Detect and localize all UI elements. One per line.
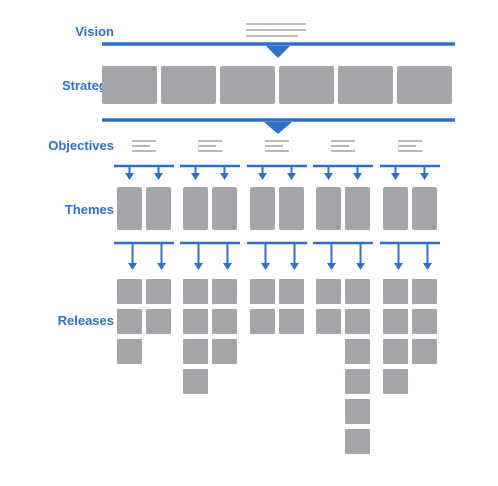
theme-block: [183, 187, 208, 230]
release-block: [316, 309, 341, 334]
theme-arrow-head: [191, 173, 200, 180]
release-block: [383, 369, 408, 394]
release-block: [345, 369, 370, 394]
release-block: [183, 369, 208, 394]
release-arrow-head: [223, 263, 232, 270]
release-block: [383, 279, 408, 304]
release-block: [212, 309, 237, 334]
release-arrow-head: [194, 263, 203, 270]
release-arrow-head: [128, 263, 137, 270]
release-block: [183, 279, 208, 304]
release-block: [345, 429, 370, 454]
release-block: [345, 339, 370, 364]
release-block: [117, 339, 142, 364]
label-objectives: Objectives: [48, 138, 114, 153]
release-block: [117, 309, 142, 334]
release-block: [212, 339, 237, 364]
theme-block: [146, 187, 171, 230]
theme-arrow-head: [125, 173, 134, 180]
release-block: [383, 339, 408, 364]
theme-arrow-head: [154, 173, 163, 180]
strategy-block: [279, 66, 334, 104]
release-block: [412, 279, 437, 304]
release-arrow-head: [157, 263, 166, 270]
strategy-block: [338, 66, 393, 104]
release-arrow-head: [290, 263, 299, 270]
strategy-arrow-head: [264, 122, 292, 134]
strategy-block: [161, 66, 216, 104]
theme-block: [345, 187, 370, 230]
release-block: [345, 279, 370, 304]
release-block: [345, 309, 370, 334]
release-block: [146, 309, 171, 334]
theme-arrow-head: [324, 173, 333, 180]
label-vision: Vision: [75, 24, 114, 39]
theme-block: [279, 187, 304, 230]
release-block: [117, 279, 142, 304]
theme-arrow-head: [258, 173, 267, 180]
label-strategy: Strategy: [61, 78, 114, 93]
release-block: [316, 279, 341, 304]
release-arrow-head: [356, 263, 365, 270]
release-arrow-head: [261, 263, 270, 270]
release-block: [412, 339, 437, 364]
theme-block: [316, 187, 341, 230]
release-block: [146, 279, 171, 304]
release-block: [183, 309, 208, 334]
release-block: [183, 339, 208, 364]
release-block: [250, 309, 275, 334]
release-arrow-head: [327, 263, 336, 270]
release-block: [383, 309, 408, 334]
release-arrow-head: [423, 263, 432, 270]
release-block: [345, 399, 370, 424]
vision-arrow-head: [266, 46, 290, 58]
release-arrow-head: [394, 263, 403, 270]
theme-arrow-head: [420, 173, 429, 180]
release-block: [412, 309, 437, 334]
release-block: [212, 279, 237, 304]
theme-arrow-head: [220, 173, 229, 180]
strategy-block: [220, 66, 275, 104]
release-block: [279, 279, 304, 304]
theme-block: [383, 187, 408, 230]
theme-block: [117, 187, 142, 230]
theme-block: [212, 187, 237, 230]
label-themes: Themes: [64, 202, 114, 217]
strategy-block: [397, 66, 452, 104]
theme-arrow-head: [353, 173, 362, 180]
theme-arrow-head: [287, 173, 296, 180]
release-block: [250, 279, 275, 304]
release-block: [279, 309, 304, 334]
theme-block: [412, 187, 437, 230]
theme-block: [250, 187, 275, 230]
theme-arrow-head: [391, 173, 400, 180]
strategy-block: [102, 66, 157, 104]
label-releases: Releases: [57, 313, 114, 328]
